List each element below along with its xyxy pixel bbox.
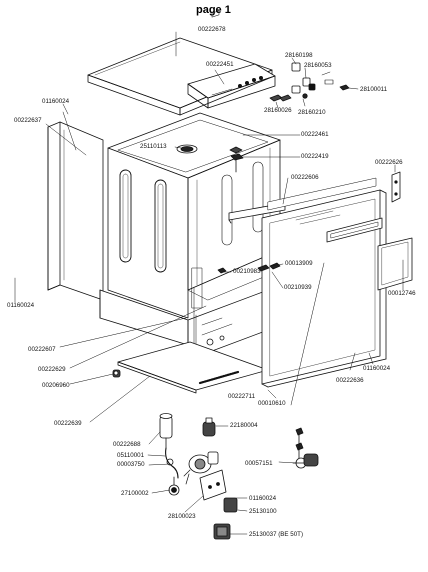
part-label: 00210983 <box>233 268 261 275</box>
part-label: 00222636 <box>336 377 364 384</box>
part-label: 28100023 <box>168 513 196 520</box>
part-label: 00222626 <box>375 159 403 166</box>
bottom-plate <box>117 341 269 394</box>
part-label: 00222688 <box>113 441 141 448</box>
part-label: 27100002 <box>121 490 149 497</box>
part-label: 00222419 <box>301 153 329 160</box>
wash-hardware <box>112 146 281 378</box>
loose-parts <box>159 413 319 540</box>
part-label: 28160026 <box>264 107 292 114</box>
part-label: 00222678 <box>198 26 226 33</box>
door-bar <box>228 177 377 224</box>
part-label: 01160024 <box>363 365 391 372</box>
part-label: 05110001 <box>117 452 145 459</box>
part-label: 00010610 <box>258 400 286 407</box>
left-side-panel <box>47 121 104 301</box>
part-label: 25130100 <box>249 508 277 515</box>
control-panel <box>187 10 276 109</box>
part-label: 28160198 <box>285 52 313 59</box>
part-label: 01160024 <box>7 302 35 309</box>
part-label: 00222451 <box>206 61 234 68</box>
part-label: 28160053 <box>304 62 332 69</box>
part-label: 00222711 <box>228 393 256 400</box>
part-label: 22180004 <box>230 422 258 429</box>
part-label: 25110113 <box>140 143 167 150</box>
page-title: page 1 <box>196 4 231 16</box>
part-label: 00222639 <box>54 420 82 427</box>
part-label: 00210939 <box>284 284 312 291</box>
part-label: 28100011 <box>360 86 388 93</box>
door <box>261 189 387 388</box>
part-label: 01160024 <box>42 98 70 105</box>
hinge-bracket <box>391 171 401 203</box>
part-label: 01160024 <box>249 495 277 502</box>
part-label: 00012746 <box>388 290 416 297</box>
part-label: 00003750 <box>117 461 145 468</box>
part-label: 00057151 <box>245 460 273 467</box>
part-label: 00222461 <box>301 131 329 138</box>
tank-body <box>107 112 301 319</box>
part-label: 00222607 <box>28 346 56 353</box>
part-label: 00222629 <box>38 366 66 373</box>
part-label: 00206960 <box>42 382 70 389</box>
leader-lines <box>14 31 404 535</box>
switch-components <box>269 62 350 102</box>
part-label: 00222637 <box>14 117 42 124</box>
part-label: 00222606 <box>291 174 319 181</box>
part-label: 28160210 <box>298 109 326 116</box>
door-handle-panel <box>377 237 413 291</box>
part-label: 00013909 <box>285 260 313 267</box>
part-label: 25130037 (BE 50T) <box>249 531 304 538</box>
